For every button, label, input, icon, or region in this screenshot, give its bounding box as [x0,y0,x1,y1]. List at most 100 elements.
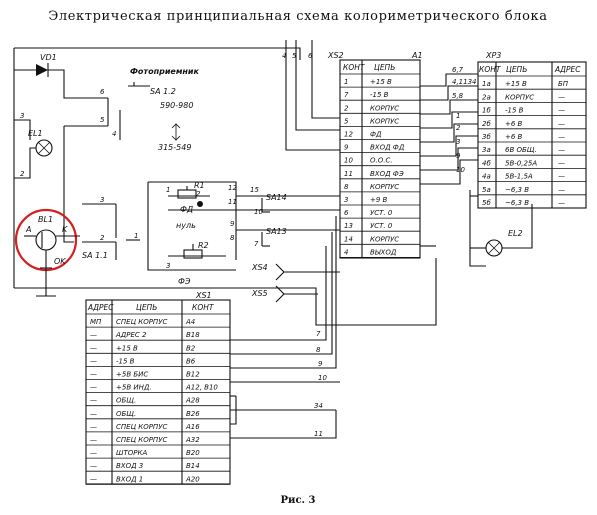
table-cell: КОРПУС [505,93,534,101]
table-cell: -15 В [370,91,389,99]
table-cell: 1а [482,80,491,88]
table-cell: В14 [186,462,200,470]
wire-num: 11 [314,430,323,438]
table-cell: — [90,462,97,470]
table-cell: ~6,3 В [505,186,529,194]
photo-element-bl1: BL1 A K OK [14,208,80,272]
wire-num: 5 [292,52,297,60]
xs2-label: XS2 [327,51,344,60]
wire-num: 2 [20,170,25,178]
switch-sa12: SA 1.2 590-980 315-549 Фотоприемник [107,67,200,152]
table-cell: 2а [482,93,491,101]
table-cell: 5а [482,186,491,194]
sa13-label: SA13 [266,227,287,236]
wire-num: 7 [254,240,259,248]
wire-numbers-left: 4 5 6 6 5 4 3 2 3 2 1 1 2 3 12 11 9 8 15… [20,52,313,270]
table-cell: 9 [344,144,349,152]
table-row: —ОБЩ.А28 [90,397,200,405]
wire-num: 3 [20,112,24,120]
photodetector-label: Фотоприемник [130,67,200,76]
table-cell: — [90,344,97,352]
table-row: 5а ~6,3 В — [482,186,565,194]
xs5-label: XS5 [251,289,268,298]
table-cell: 7 [344,91,349,99]
switch-sa13: SA13 [261,227,287,247]
figure-caption: Рис. 3 [281,495,316,506]
wire-num: 5,8 [452,92,464,100]
vd1-label: VD1 [40,53,57,62]
wire-num: 9 [318,360,323,368]
table-cell: КОРПУС [370,104,399,112]
left-circuit: VD1 EL1 BL1 A K OK [13,40,437,326]
table-cell: ОБЩ. [116,397,136,405]
table-cell: — [558,107,565,115]
wire-num: 6,7 [452,66,464,74]
table-cell: ВХОД ФЭ [370,170,404,178]
table-cell: 2б [482,120,491,128]
wire-num: 9 [456,152,461,160]
table-cell: 5В-0,25А [505,159,537,167]
wire-num: 10 [254,208,263,216]
table-cell: — [558,159,565,167]
sa14-label: SA14 [266,193,287,202]
wire-num: 1 [166,186,170,194]
xp3-header-cont: КОНТ [479,65,502,74]
table-cell: — [558,146,565,154]
table-row: 3+9 В [344,196,388,204]
wire-num: 2 [196,190,201,198]
table-row: 4 ВЫХОД [344,248,397,256]
table-cell: 6В ОБЩ. [505,146,537,154]
wire-num: 2 [456,124,461,132]
table-cell: — [90,423,97,431]
a1-label: A1 [411,51,423,60]
table-cell: — [558,186,565,194]
table-row: —ОБЩ.В26 [90,410,200,418]
table-cell: КОРПУС [370,117,399,125]
table-cell: ВЫХОД [370,248,397,256]
table-cell: А16 [185,423,200,431]
table-row: —+5В ИНД.А12, В10 [90,384,218,392]
bl1-label: BL1 [38,215,53,224]
table-row: 1б-15 В— [482,107,565,115]
table-cell: ~6,3 В [505,199,529,207]
table-cell: БП [558,80,569,88]
table-cell: А12, В10 [185,384,218,392]
table-cell: ВХОД 1 [116,475,143,483]
r1-label: R1 [194,181,205,190]
bl1-cathode-label: K [62,225,68,234]
table-cell: 6 [344,209,349,217]
table-cell: +15 В [505,80,527,88]
lamp-el2: EL2 [469,190,533,267]
potentiometer-cluster: R1 ФД нуль R2 ФЭ [147,181,340,286]
table-cell: — [90,436,97,444]
table-cell: 2 [344,104,349,112]
wire-num: 4 [112,130,116,138]
table-cell: В2 [186,344,196,352]
diagram-title: Электрическая принципиальная схема колор… [48,9,547,24]
wire-num: 4 [282,52,286,60]
table-cell: 4 [344,248,348,256]
table-cell: +6 В [505,120,523,128]
xp3-label: XP3 [485,51,501,60]
wire-num: 34 [314,402,323,410]
table-cell: СПЕЦ КОРПУС [116,318,167,326]
table-cell: УСТ. 0 [370,222,393,230]
table-cell: А20 [185,475,200,483]
nul-label: нуль [176,221,196,230]
xs1-right-wires: 7 8 9 10 34 11 [230,216,340,439]
wire-num: 3 [100,196,104,204]
xs4-label: XS4 [251,263,268,272]
wire-num: 4,1134 [452,78,477,86]
switch-sa11: SA 1.1 [82,204,140,260]
table-cell: +6 В [505,133,523,141]
wire-num: 8 [230,234,235,242]
wire-num: 12 [228,184,237,192]
wire-num: 6 [100,88,105,96]
table-cell: — [558,173,565,181]
table-cell: -15 В [116,357,135,365]
